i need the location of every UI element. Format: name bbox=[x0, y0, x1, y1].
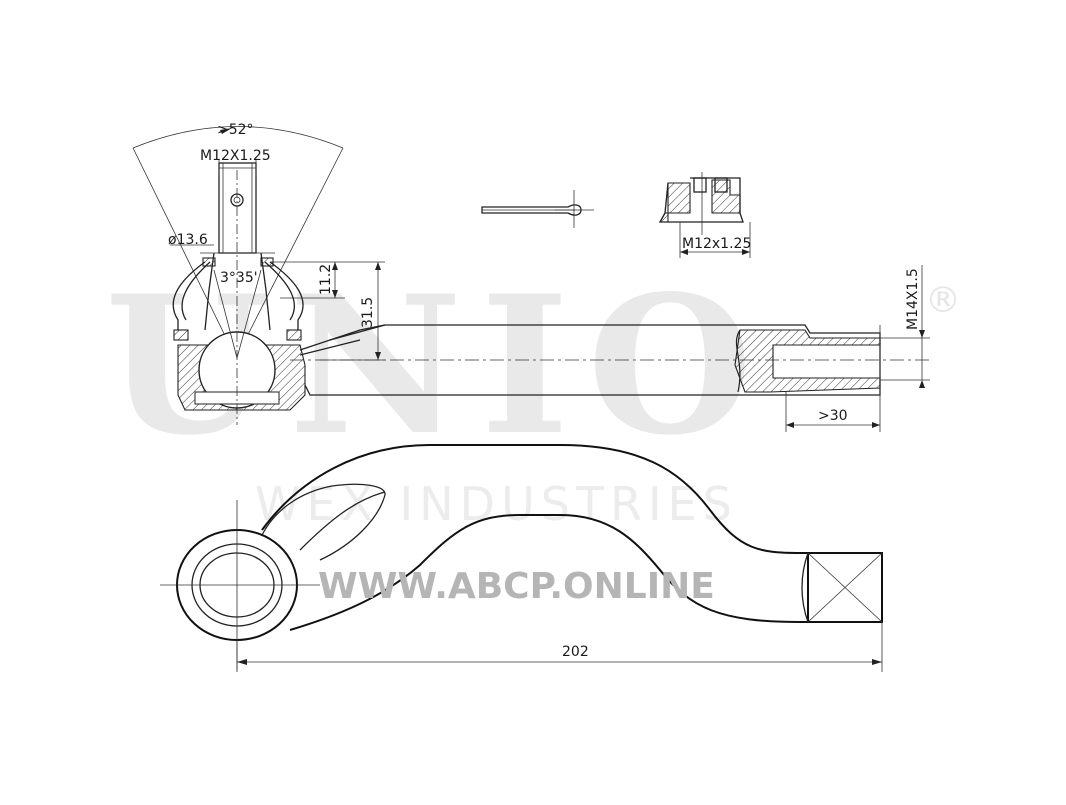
stud-shaft bbox=[218, 162, 257, 254]
watermark-company: WEX INDUSTRIES bbox=[255, 477, 738, 531]
diameter-label: ø13.6 bbox=[168, 232, 208, 248]
tie-rod-body bbox=[290, 265, 930, 432]
height-large-label: 31.5 bbox=[360, 297, 376, 328]
cone-angle-label: >52° bbox=[217, 122, 254, 138]
cone-angle-arc bbox=[132, 126, 344, 149]
nut-thread-label: M12x1.25 bbox=[682, 236, 751, 252]
ball-joint-head-section bbox=[132, 126, 344, 425]
tie-rod-plan-view bbox=[160, 444, 883, 672]
dimension-labels: >52° M12X1.25 ø13.6 3°35' 11.2 31.5 M12x… bbox=[168, 122, 921, 660]
taper-angle-label: 3°35' bbox=[220, 270, 258, 286]
castle-nut bbox=[658, 172, 751, 258]
watermark-url: WWW.ABCP.ONLINE bbox=[318, 566, 715, 607]
height-small-label: 11.2 bbox=[318, 264, 334, 295]
watermark-registered-mark: ® bbox=[925, 280, 961, 321]
thread-length-label: >30 bbox=[818, 408, 848, 424]
cotter-pin bbox=[481, 190, 594, 228]
overall-length-label: 202 bbox=[562, 644, 589, 660]
rod-thread-label: M14X1.5 bbox=[905, 268, 921, 330]
stud-thread-label: M12X1.25 bbox=[200, 148, 271, 164]
